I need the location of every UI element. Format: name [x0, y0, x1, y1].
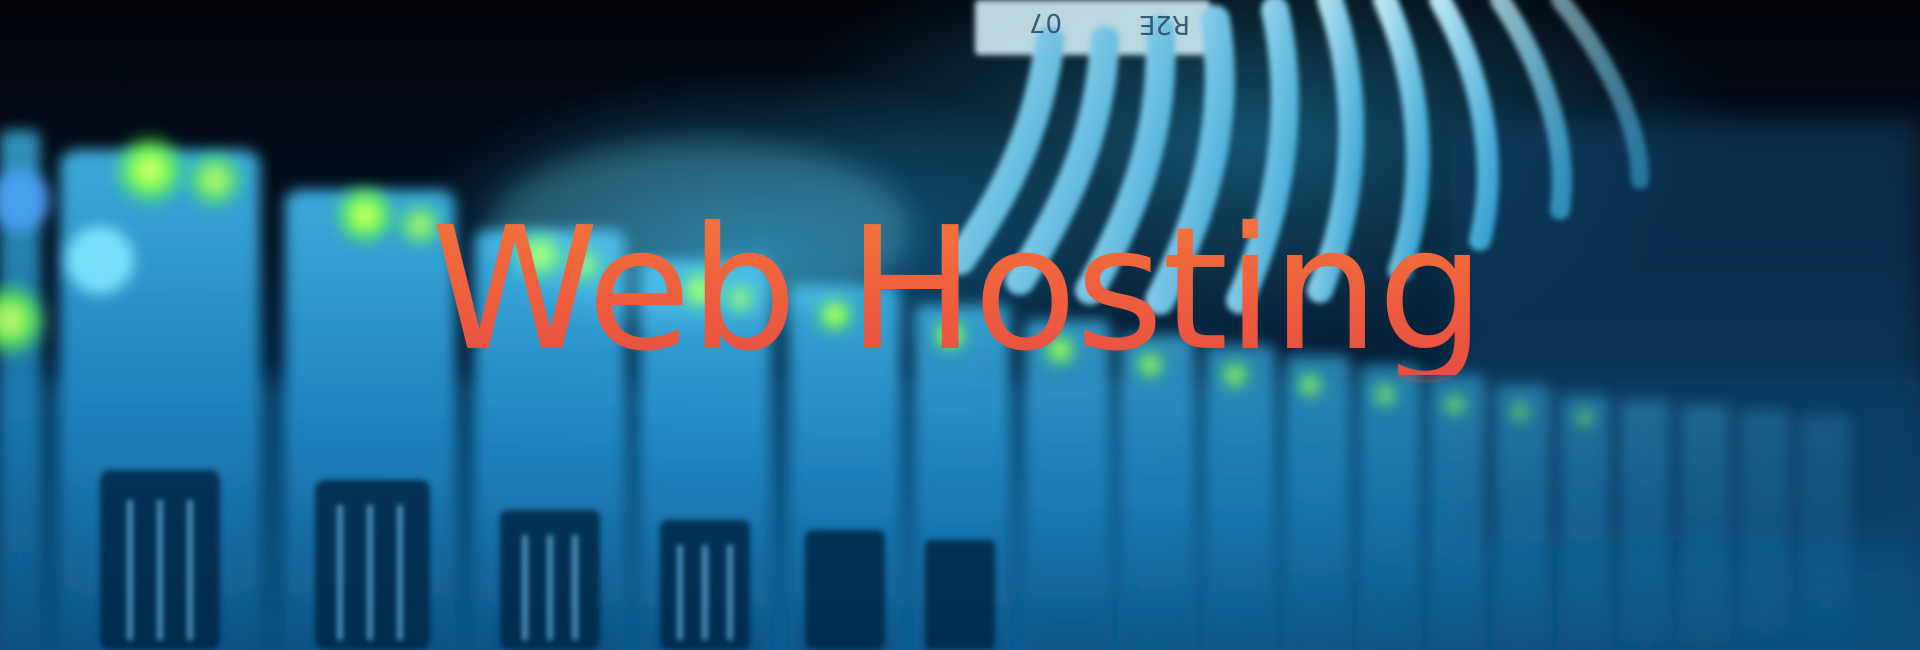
- drive-handle-grills: [127, 500, 733, 640]
- cable-tag-text: 07 R2E: [1029, 7, 1190, 39]
- svg-text:07: 07: [1029, 7, 1062, 37]
- network-cables: [945, 0, 1649, 315]
- headline: Web Hosting: [0, 205, 1917, 375]
- svg-text:R2E: R2E: [1139, 9, 1190, 39]
